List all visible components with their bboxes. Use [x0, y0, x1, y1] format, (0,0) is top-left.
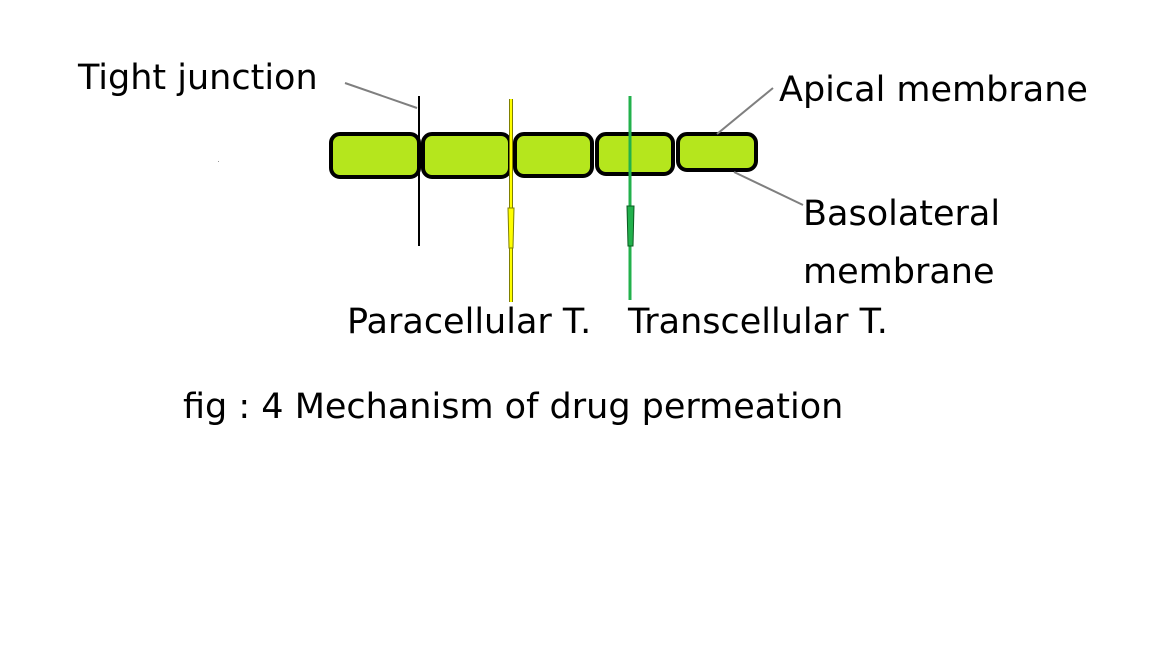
- tight-junction-leader: [344, 82, 418, 109]
- basolateral-membrane-label-line1: Basolateral: [803, 194, 1000, 234]
- stray-dot: [218, 161, 219, 162]
- tight-junction-label: Tight junction: [77, 58, 318, 98]
- basolateral-membrane-leader: [733, 171, 804, 206]
- basolateral-membrane-label-line2: membrane: [803, 252, 995, 292]
- transcellular-arrow: [626, 96, 635, 300]
- paracellular-label: Paracellular T.: [347, 302, 591, 342]
- transcellular-label: Transcellular T.: [627, 302, 888, 342]
- epithelial-cell-2: [421, 132, 512, 179]
- paracellular-arrow: [507, 99, 515, 302]
- transcellular-arrowhead: [626, 205, 635, 247]
- apical-membrane-leader: [716, 87, 774, 135]
- figure-caption: fig : 4 Mechanism of drug permeation: [183, 387, 843, 427]
- epithelial-cell-layer: [329, 132, 758, 179]
- epithelial-cell-4: [595, 132, 675, 176]
- epithelial-cell-5: [676, 132, 758, 172]
- epithelial-cell-1: [329, 132, 421, 179]
- epithelial-cell-3: [513, 132, 594, 178]
- paracellular-arrowhead: [507, 207, 515, 249]
- apical-membrane-label: Apical membrane: [779, 70, 1088, 110]
